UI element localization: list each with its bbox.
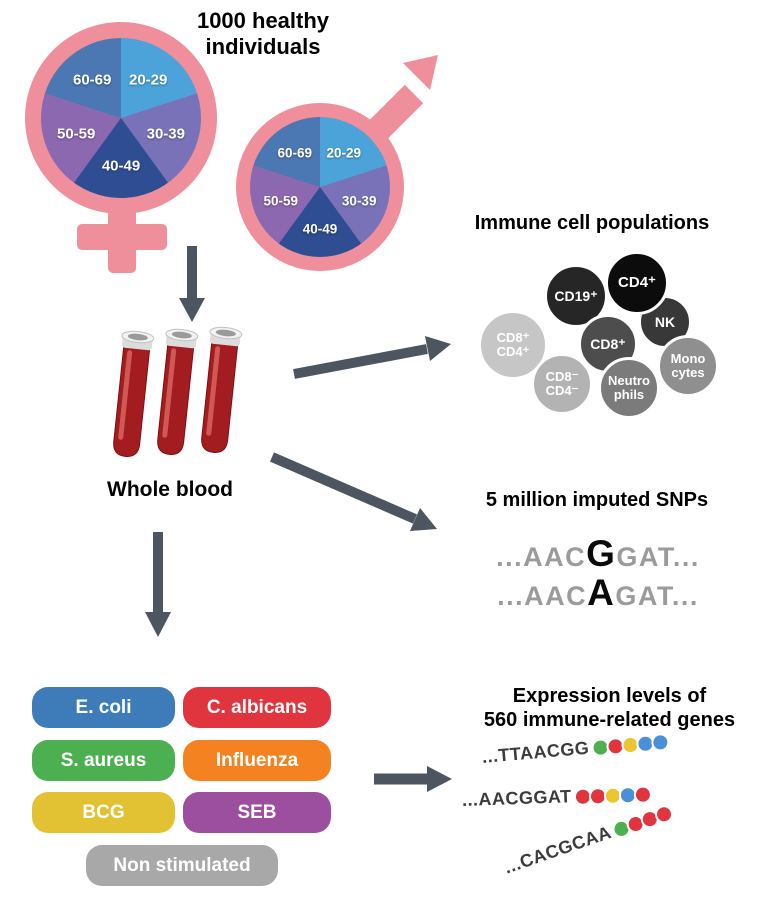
age-group-label: 30-39 bbox=[341, 193, 377, 209]
snp-sequence-line-1: ...AACGGAT... bbox=[448, 534, 748, 574]
stimulus-pill-influenza: Influenza bbox=[183, 740, 331, 781]
female-symbol-cross-icon bbox=[77, 205, 167, 273]
snp-prefix: ...AAC bbox=[497, 581, 588, 611]
snps-title: 5 million imputed SNPs bbox=[485, 489, 709, 511]
expression-title: Expression levels of 560 immune-related … bbox=[483, 685, 736, 732]
whole-blood-label: Whole blood bbox=[107, 478, 233, 501]
age-group-label: 20-29 bbox=[129, 71, 168, 89]
snp-variant-allele: A bbox=[587, 572, 616, 613]
blood-tube bbox=[113, 330, 155, 457]
age-group-label: 60-69 bbox=[73, 71, 112, 89]
flow-arrow-to-expression bbox=[374, 766, 452, 792]
female-symbol: 20-29 30-39 40-49 50-59 60-69 bbox=[25, 22, 217, 214]
stimulus-pill-seb: SEB bbox=[183, 792, 331, 833]
cell-circle-monocytes: Mono cytes bbox=[657, 335, 719, 397]
male-symbol-arrow-icon bbox=[368, 55, 438, 140]
cell-circle-cd8neg-cd4neg: CD8⁻ CD4⁻ bbox=[531, 353, 593, 415]
cell-circle-neutrophils: Neutro phils bbox=[598, 357, 660, 419]
expression-bead bbox=[633, 784, 652, 804]
stimulus-pill-nonstimulated: Non stimulated bbox=[86, 845, 278, 886]
flow-arrow-to-stimuli bbox=[145, 532, 171, 637]
cell-circle-cd4: CD4⁺ bbox=[605, 251, 669, 315]
stimulus-pill-saureus: S. aureus bbox=[32, 740, 175, 781]
expression-bead bbox=[650, 732, 670, 752]
age-group-label: 20-29 bbox=[326, 145, 362, 161]
immune-cells-title: Immune cell populations bbox=[474, 212, 710, 234]
male-age-pie-chart: 20-29 30-39 40-49 50-59 60-69 bbox=[250, 117, 390, 257]
age-group-label: 30-39 bbox=[146, 125, 185, 143]
gene-sequence-text: ...AACGGAT bbox=[461, 786, 572, 810]
stimulus-pill-bcg: BCG bbox=[32, 792, 175, 833]
snp-prefix: ...AAC bbox=[496, 542, 587, 572]
age-group-label: 60-69 bbox=[277, 145, 313, 161]
flow-arrow-to-blood bbox=[179, 246, 205, 322]
snp-variant-allele: G bbox=[586, 533, 617, 574]
study-title: 1000 healthy individuals bbox=[196, 8, 330, 59]
female-age-pie-chart: 20-29 30-39 40-49 50-59 60-69 bbox=[41, 38, 201, 198]
stimulus-pill-calbicans: C. albicans bbox=[183, 687, 331, 728]
age-group-label: 40-49 bbox=[101, 157, 141, 175]
snp-sequence-line-2: ...AACAGAT... bbox=[448, 573, 748, 613]
snp-suffix: GAT... bbox=[616, 542, 700, 572]
snp-suffix: GAT... bbox=[615, 581, 699, 611]
flow-arrow-to-immune-cells bbox=[293, 336, 451, 379]
blood-tube bbox=[201, 326, 243, 453]
flow-arrow-to-snps bbox=[270, 452, 437, 531]
male-symbol: 20-29 30-39 40-49 50-59 60-69 bbox=[236, 103, 404, 271]
blood-tube bbox=[157, 328, 199, 455]
stimulus-pill-ecoli: E. coli bbox=[32, 687, 175, 728]
age-group-label: 50-59 bbox=[263, 193, 299, 209]
cell-circle-cd8pos-cd4pos: CD8⁺ CD4⁺ bbox=[478, 310, 548, 380]
age-group-label: 50-59 bbox=[57, 125, 96, 143]
age-group-label: 40-49 bbox=[302, 221, 338, 237]
